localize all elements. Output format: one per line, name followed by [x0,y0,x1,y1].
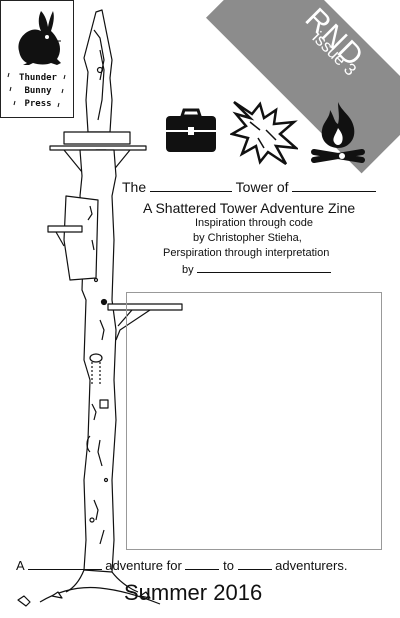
issue-date: Summer 2016 [124,580,263,605]
credit-line-4: by [182,262,331,276]
adventure-to: to [223,558,234,573]
max-players-blank[interactable] [237,559,272,570]
title-tower-of: Tower of [235,179,289,195]
title-the: The [122,179,147,195]
shattered-tower-illustration [17,9,183,607]
title-blank-2[interactable] [292,181,377,192]
adventure-a: A [16,558,24,573]
publisher-name-line2: Bunny [24,86,52,96]
interpreter-blank[interactable] [196,262,331,273]
credit-line-3: Perspiration through interpretation [163,247,330,259]
rain-decoration [7,72,66,108]
credit-line-2: by Christopher Stieha, [193,232,302,244]
publisher-name-line1: Thunder [19,73,57,83]
briefcase-icon [166,108,216,152]
min-players-blank[interactable] [185,559,220,570]
publisher-logo: Thunder Bunny Press [0,0,74,118]
campfire-icon [311,102,365,163]
credit-line-1: Inspiration through code [195,217,314,229]
adventure-adventurers: adventurers. [275,558,348,573]
credit-by: by [182,264,194,276]
adventure-line: A adventure for to adventurers. [16,558,347,573]
zine-subtitle: A Shattered Tower Adventure Zine [143,200,356,216]
explosion-icon [230,100,298,166]
adventure-type-blank[interactable] [27,559,102,570]
rabbit-icon [18,11,61,65]
title-line: The Tower of [122,179,377,195]
illustration-frame [126,292,382,550]
adventure-for: adventure for [105,558,182,573]
publisher-name-line3: Press [24,99,52,109]
title-blank-1[interactable] [150,181,233,192]
